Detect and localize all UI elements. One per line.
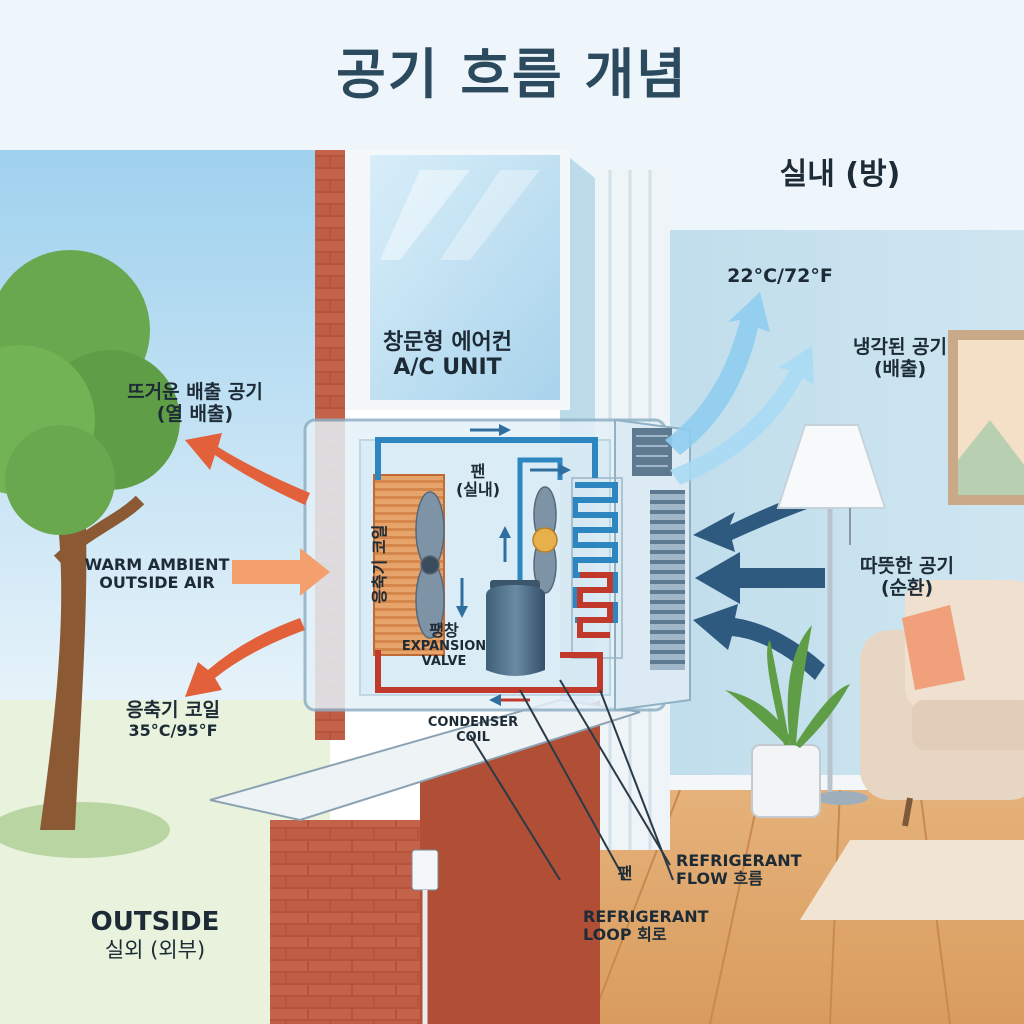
indoor-temp-label: 22°C/72°F	[727, 265, 833, 287]
refrigerant-flow-label: REFRIGERANT FLOW 흐름	[676, 851, 816, 889]
condenser-coil-en-2: COIL	[456, 729, 490, 745]
outside-label: OUTSIDE 실외 (외부)	[70, 907, 240, 962]
condenser-coil-temp: 35°C/95°F	[128, 720, 218, 740]
condenser-coil-en-1: CONDENSER	[427, 715, 519, 730]
hot-exhaust-label: 뜨거운 배출 공기 (열 배출)	[85, 381, 305, 426]
fan-callout-label: 팬	[617, 864, 633, 883]
coil-vertical-label: 응축기 코일	[369, 524, 389, 604]
hot-exhaust-label-1: 뜨거운 배출 공기	[127, 381, 263, 403]
expansion-label-ko: 팽창	[429, 621, 459, 640]
warm-air-label-2: (순환)	[880, 576, 934, 599]
warm-air-label-1: 따뜻한 공기	[859, 555, 954, 577]
outside-label-en: OUTSIDE	[90, 907, 220, 937]
ambient-air-label: WARM AMBIENT OUTSIDE AIR	[72, 555, 242, 593]
cooled-air-label-2: (배출)	[873, 357, 927, 380]
cooled-air-label-1: 냉각된 공기	[852, 336, 947, 358]
ambient-air-label-2: OUTSIDE AIR	[99, 573, 215, 593]
refrigerant-loop-label: REFRIGERANT LOOP 회로	[583, 907, 723, 945]
expansion-label-en-2: VALVE	[421, 654, 467, 670]
unit-label: 창문형 에어컨 A/C UNIT	[360, 330, 535, 381]
refrigerant-flow-1: REFRIGERANT	[676, 851, 802, 870]
warm-air-label: 따뜻한 공기 (순환)	[832, 555, 982, 600]
hot-exhaust-label-2: (열 배출)	[156, 402, 234, 425]
unit-label-ko: 창문형 에어컨	[382, 330, 513, 355]
condenser-coil-label: 응축기 코일 35°C/95°F	[88, 699, 258, 740]
expansion-label-en-1: EXPANSION	[401, 639, 487, 655]
indoor-fan-label-1: 팬	[470, 462, 486, 481]
indoor-fan-label: 팬 (실내)	[448, 462, 508, 500]
refrigerant-loop-1: REFRIGERANT	[583, 907, 709, 926]
refrigerant-flow-2: FLOW 흐름	[676, 869, 763, 889]
unit-label-en: A/C UNIT	[393, 355, 502, 381]
condenser-coil-en-label: CONDENSER COIL	[418, 715, 528, 746]
ambient-air-label-1: WARM AMBIENT	[84, 555, 230, 574]
outside-label-ko: 실외 (외부)	[104, 937, 206, 962]
condenser-coil-label-1: 응축기 코일	[125, 699, 220, 721]
indoor-fan-label-2: (실내)	[455, 480, 501, 500]
refrigerant-loop-2: LOOP 회로	[583, 925, 667, 945]
cooled-air-label: 냉각된 공기 (배출)	[825, 336, 975, 381]
expansion-valve-label: 팽창 EXPANSION VALVE	[396, 621, 492, 670]
room-label: 실내 (방)	[779, 157, 901, 192]
diagram-title: 공기 흐름 개념	[336, 43, 688, 106]
